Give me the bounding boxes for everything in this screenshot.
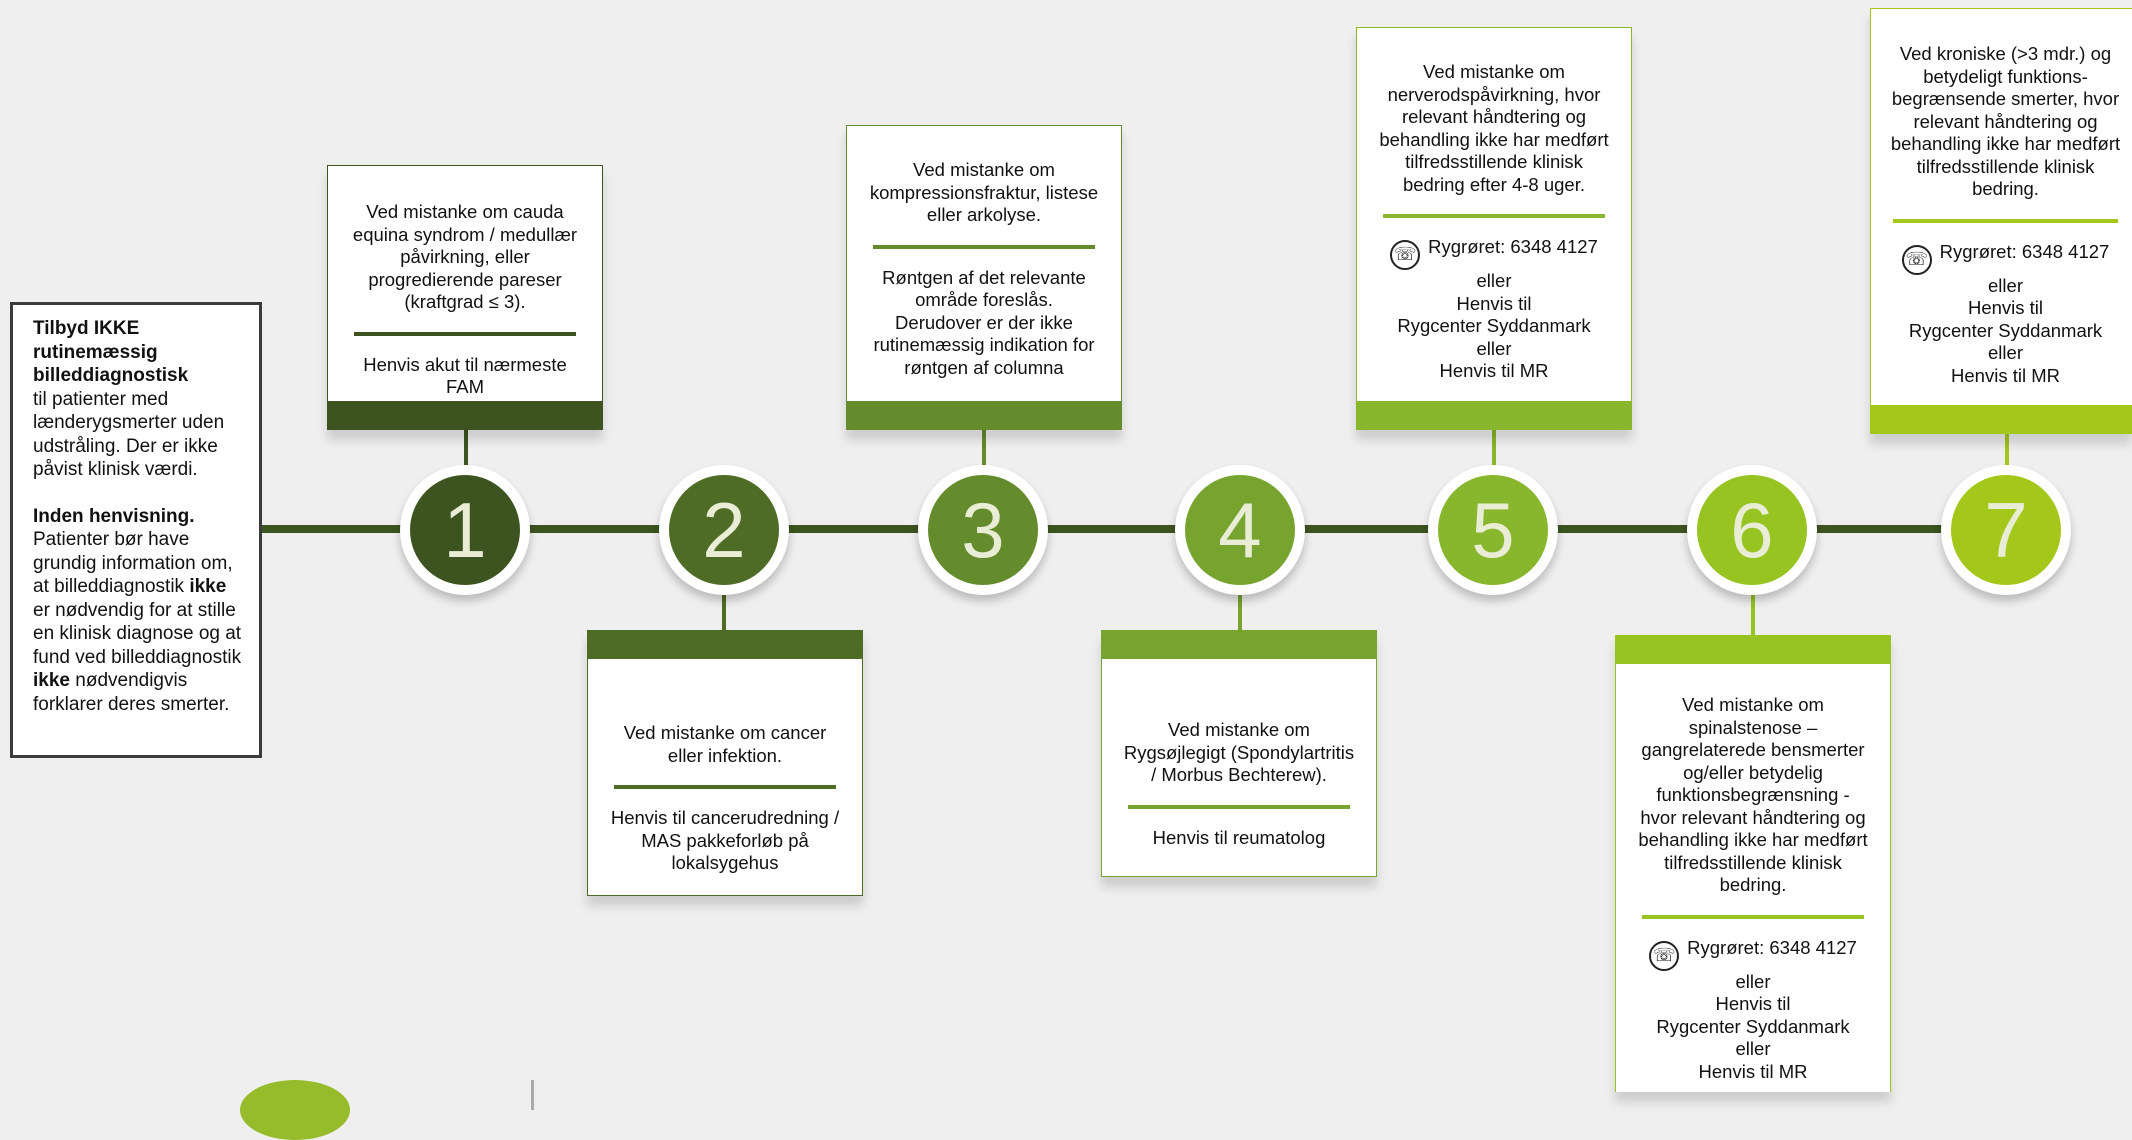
condition-text: Ved mistanke om kompressionsfraktur, lis… bbox=[869, 159, 1099, 225]
step-card-body: Ved mistanke om kompressionsfraktur, lis… bbox=[846, 125, 1122, 402]
intro-subheading: Inden henvisning. bbox=[33, 505, 195, 527]
condition-text: Ved mistanke om cauda equina syndrom / m… bbox=[352, 201, 578, 312]
contact-block: ☏ Rygrøret: 6348 4127 eller Henvis til Ry… bbox=[1881, 241, 2130, 388]
step-color-bar bbox=[846, 402, 1122, 430]
step-card-body: Ved mistanke om cancer eller infektion. … bbox=[587, 658, 863, 896]
step-number: 6 bbox=[1697, 475, 1807, 585]
step-color-bar bbox=[1615, 635, 1891, 663]
step-card-7: Ved kroniske (>3 mdr.) og betydeligt fun… bbox=[1870, 8, 2132, 434]
step-card-1: Ved mistanke om cauda equina syndrom / m… bbox=[327, 165, 603, 430]
action-text: eller Henvis til Rygcenter Syddanmark el… bbox=[1908, 274, 2103, 386]
step-card-6: Ved mistanke om spinalstenose – gangrela… bbox=[1615, 635, 1891, 1092]
telephone-icon: ☏ bbox=[1649, 940, 1680, 971]
step-connector-4 bbox=[1238, 595, 1242, 630]
step-color-bar bbox=[1101, 630, 1377, 658]
step-card-3: Ved mistanke om kompressionsfraktur, lis… bbox=[846, 125, 1122, 430]
action-text: eller Henvis til Rygcenter Syddanmark el… bbox=[1656, 970, 1850, 1082]
timeline-line bbox=[262, 525, 2032, 533]
separator bbox=[1383, 214, 1605, 218]
step-number: 7 bbox=[1951, 475, 2061, 585]
phone-text: Rygrøret: 6348 4127 bbox=[1939, 240, 2110, 262]
intro-text-2a: Patienter bør have grundig information o… bbox=[33, 529, 233, 597]
condition-text: Ved mistanke om spinalstenose – gangrela… bbox=[1638, 694, 1868, 895]
step-card-body: Ved kroniske (>3 mdr.) og betydeligt fun… bbox=[1870, 8, 2132, 406]
step-number: 2 bbox=[669, 475, 779, 585]
step-color-bar bbox=[1870, 406, 2132, 434]
phone-line: ☏ Rygrøret: 6348 4127 bbox=[1371, 236, 1617, 270]
step-card-body: Ved mistanke om cauda equina syndrom / m… bbox=[327, 165, 603, 402]
step-node-6: 6 bbox=[1687, 465, 1817, 595]
separator bbox=[354, 331, 576, 336]
step-card-4: Ved mistanke om Rygsøjlegigt (Spondylart… bbox=[1101, 630, 1377, 877]
telephone-icon: ☏ bbox=[1390, 240, 1421, 270]
condition-text: Ved mistanke om cancer eller infektion. bbox=[623, 722, 827, 766]
action-text: Henvis til cancerudredning / MAS pakkefo… bbox=[610, 807, 840, 873]
action-text: Henvis til reumatolog bbox=[1152, 826, 1326, 848]
intro-text-2b: er nødvendig for at stille en klinisk di… bbox=[33, 599, 242, 668]
intro-heading: Tilbyd IKKE rutinemæssig billeddiagnosti… bbox=[33, 318, 189, 386]
phone-line: ☏ Rygrøret: 6348 4127 bbox=[1630, 937, 1876, 971]
step-color-bar bbox=[327, 402, 603, 430]
telephone-icon: ☏ bbox=[1901, 244, 1932, 275]
logo-divider bbox=[531, 1080, 534, 1110]
intro-emphasis-1: ikke bbox=[189, 576, 227, 597]
intro-box: Tilbyd IKKE rutinemæssig billeddiagnosti… bbox=[10, 302, 262, 758]
step-card-body: Ved mistanke om spinalstenose – gangrela… bbox=[1615, 663, 1891, 1092]
step-card-2: Ved mistanke om cancer eller infektion. … bbox=[587, 630, 863, 896]
step-color-bar bbox=[1356, 402, 1632, 430]
action-text: Røntgen af det relevante område foreslås… bbox=[873, 266, 1095, 378]
phone-line: ☏ Rygrøret: 6348 4127 bbox=[1881, 241, 2130, 275]
intro-emphasis-2: ikke bbox=[33, 670, 70, 691]
step-number: 1 bbox=[410, 475, 520, 585]
step-node-2: 2 bbox=[659, 465, 789, 595]
step-connector-1 bbox=[464, 430, 468, 465]
step-number: 4 bbox=[1185, 475, 1295, 585]
separator bbox=[1642, 914, 1864, 919]
condition-text: Ved kroniske (>3 mdr.) og betydeligt fun… bbox=[1890, 43, 2121, 199]
step-number: 5 bbox=[1438, 475, 1548, 585]
step-connector-3 bbox=[982, 430, 986, 465]
logo-mark bbox=[240, 1080, 350, 1140]
step-connector-2 bbox=[722, 595, 726, 630]
intro-text-1: til patienter med lænderygsmerter uden u… bbox=[33, 388, 225, 481]
separator bbox=[1893, 218, 2118, 223]
contact-block: ☏ Rygrøret: 6348 4127 eller Henvis til Ry… bbox=[1371, 236, 1617, 383]
step-node-1: 1 bbox=[400, 465, 530, 595]
contact-block: ☏ Rygrøret: 6348 4127 eller Henvis til Ry… bbox=[1630, 937, 1876, 1084]
step-connector-6 bbox=[1751, 595, 1755, 635]
intro-paragraph-2: Inden henvisning. Patienter bør have gru… bbox=[33, 505, 245, 717]
step-node-5: 5 bbox=[1428, 465, 1558, 595]
step-connector-5 bbox=[1492, 430, 1496, 465]
step-card-5: Ved mistanke om nerverodspåvirkning, hvo… bbox=[1356, 27, 1632, 430]
action-text: Henvis akut til nærmeste FAM bbox=[363, 353, 567, 398]
step-number: 3 bbox=[928, 475, 1038, 585]
step-connector-7 bbox=[2005, 434, 2009, 465]
separator bbox=[1128, 804, 1350, 809]
intro-text-2c: nødvendigvis forklarer deres smerter. bbox=[33, 670, 230, 715]
phone-text: Rygrøret: 6348 4127 bbox=[1687, 936, 1857, 958]
separator bbox=[873, 244, 1095, 249]
step-node-7: 7 bbox=[1941, 465, 2071, 595]
separator bbox=[614, 785, 836, 789]
condition-text: Ved mistanke om nerverodspåvirkning, hvo… bbox=[1379, 61, 1609, 195]
condition-text: Ved mistanke om Rygsøjlegigt (Spondylart… bbox=[1123, 719, 1355, 785]
step-color-bar bbox=[587, 630, 863, 658]
phone-text: Rygrøret: 6348 4127 bbox=[1428, 236, 1598, 257]
action-text: eller Henvis til Rygcenter Syddanmark el… bbox=[1397, 270, 1591, 381]
step-card-body: Ved mistanke om nerverodspåvirkning, hvo… bbox=[1356, 27, 1632, 402]
step-node-4: 4 bbox=[1175, 465, 1305, 595]
intro-paragraph-1: Tilbyd IKKE rutinemæssig billeddiagnosti… bbox=[33, 317, 245, 482]
step-node-3: 3 bbox=[918, 465, 1048, 595]
step-card-body: Ved mistanke om Rygsøjlegigt (Spondylart… bbox=[1101, 658, 1377, 877]
